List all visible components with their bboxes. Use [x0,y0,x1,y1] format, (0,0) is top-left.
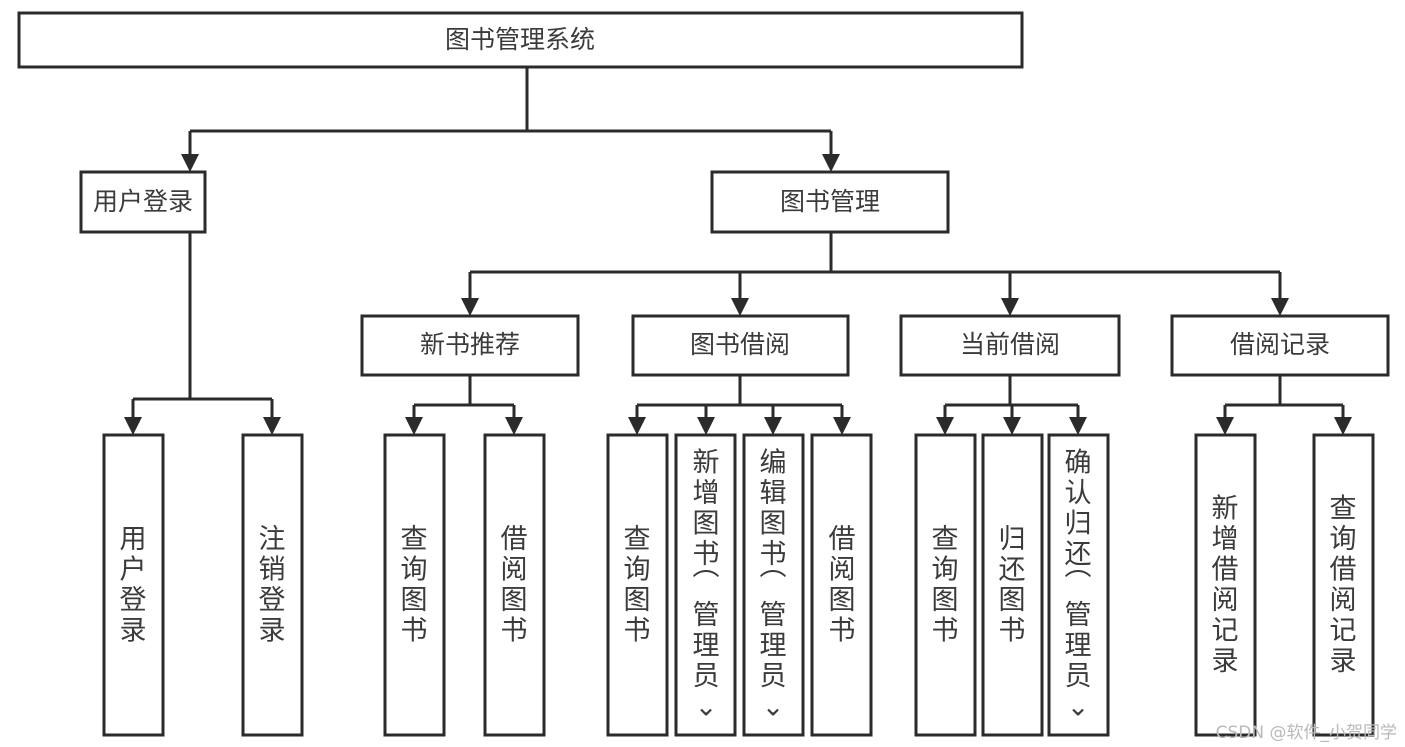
node-new-book-recommend-box[interactable] [360,314,580,377]
arrow-head-book-borrow-leaf-3 [764,417,782,435]
arrow-head-current-borrow-leaf-3 [1069,417,1087,435]
arrow-head-user-login [181,154,199,172]
connector-group-user-login [124,232,281,435]
node-borrow-record-box[interactable] [1170,314,1390,377]
arrow-head-book-borrow-leaf-4 [833,417,851,435]
leaf-node-query-book-2-box[interactable] [606,433,669,737]
leaf-node-confirm-return-label: 确认归还⌒管理员⌄ [1065,448,1092,723]
leaf-group-current-borrow: 查询图书 归还图书 确认归还⌒管理员⌄ [914,433,1110,737]
connector-group-book-mgmt [461,232,1289,316]
node-book-management-box[interactable] [710,170,950,234]
leaf-node-add-book-box[interactable] [674,433,737,737]
leaf-node-logout-box[interactable] [241,433,304,737]
node-current-borrow-label: 当前借阅 [960,330,1060,359]
leaf-node-query-book-1-label: 查询图书 [401,524,428,647]
leaf-group-book-borrow: 查询图书 新增图书⌒管理员⌄ 编辑图书⌒管理员⌄ 借阅图书 [606,433,873,737]
leaf-group-borrow-record: 新增借阅记录 查询借阅记录 [1194,433,1375,737]
arrow-head-current-borrow-leaf-2 [1003,417,1021,435]
leaf-node-borrow-book-1[interactable]: 借阅图书 [483,433,546,737]
arrow-head-current-borrow [1001,298,1019,316]
leaf-node-logout-label: 注销登录 [259,524,286,647]
leaf-node-return-book-box[interactable] [981,433,1044,737]
node-root[interactable]: 图书管理系统 [17,11,1024,69]
arrow-head-book-borrow [731,298,749,316]
connector-group-new-book [405,375,523,435]
leaf-node-logout[interactable]: 注销登录 [241,433,304,737]
arrow-head-book-mgmt [822,154,840,172]
arrow-head-book-borrow-leaf-1 [628,417,646,435]
connector-group-root [181,67,840,172]
leaf-node-add-borrow-record-box[interactable] [1194,433,1257,737]
leaf-node-borrow-book-2-label: 借阅图书 [829,524,856,647]
connector-group-borrow-record [1216,375,1352,435]
node-current-borrow[interactable]: 当前借阅 [899,314,1121,377]
leaf-node-query-book-3[interactable]: 查询图书 [914,433,977,737]
node-user-login-label: 用户登录 [93,187,193,216]
leaf-node-add-borrow-record-label: 新增借阅记录 [1212,493,1239,677]
leaf-node-query-book-3-box[interactable] [914,433,977,737]
leaf-node-query-book-2[interactable]: 查询图书 [606,433,669,737]
node-user-login-box[interactable] [79,170,207,234]
node-book-borrow[interactable]: 图书借阅 [631,314,850,377]
leaf-node-query-book-1[interactable]: 查询图书 [383,433,446,737]
leaf-node-edit-book-label: 编辑图书⌒管理员⌄ [760,448,787,723]
leaf-node-borrow-book-2[interactable]: 借阅图书 [810,433,873,737]
leaf-node-query-book-1-box[interactable] [383,433,446,737]
leaf-node-query-book-2-label: 查询图书 [624,524,651,647]
arrow-head-borrow-record-leaf-1 [1216,417,1234,435]
connector-group-book-borrow [628,375,851,435]
leaf-node-user-login-box[interactable] [102,433,165,737]
arrow-head-leaf-logout [263,417,281,435]
leaf-group-user-login: 用户登录 注销登录 [102,433,304,737]
leaf-node-query-borrow-record-label: 查询借阅记录 [1330,493,1357,677]
leaf-node-return-book-label: 归还图书 [999,524,1026,647]
leaf-node-edit-book-box[interactable] [742,433,805,737]
leaf-node-borrow-book-1-label: 借阅图书 [501,524,528,647]
leaf-node-borrow-book-1-box[interactable] [483,433,546,737]
leaf-group-new-book-recommend: 查询图书 借阅图书 [383,433,546,737]
watermark-credit: CSDN @软件_小贺同学 [1215,723,1397,743]
node-book-borrow-box[interactable] [631,314,850,377]
leaf-node-query-borrow-record-box[interactable] [1312,433,1375,737]
node-borrow-record[interactable]: 借阅记录 [1170,314,1390,377]
node-new-book-recommend[interactable]: 新书推荐 [360,314,580,377]
leaf-node-confirm-return[interactable]: 确认归还⌒管理员⌄ [1047,433,1110,737]
node-current-borrow-box[interactable] [899,314,1121,377]
arrow-head-new-book [461,298,479,316]
node-user-login[interactable]: 用户登录 [79,170,207,234]
leaf-node-return-book[interactable]: 归还图书 [981,433,1044,737]
node-book-management[interactable]: 图书管理 [710,170,950,234]
node-root-label: 图书管理系统 [445,25,595,54]
leaf-node-add-book-label: 新增图书⌒管理员⌄ [693,448,720,723]
arrow-head-new-book-leaf-1 [405,417,423,435]
leaf-node-query-borrow-record[interactable]: 查询借阅记录 [1312,433,1375,737]
leaf-node-add-book[interactable]: 新增图书⌒管理员⌄ [674,433,737,737]
leaf-node-query-book-3-label: 查询图书 [932,524,959,647]
arrow-head-book-borrow-leaf-2 [697,417,715,435]
node-new-book-recommend-label: 新书推荐 [420,330,520,359]
leaf-node-add-borrow-record[interactable]: 新增借阅记录 [1194,433,1257,737]
leaf-node-edit-book[interactable]: 编辑图书⌒管理员⌄ [742,433,805,737]
node-root-box[interactable] [17,11,1024,69]
arrow-head-leaf-user-login [124,417,142,435]
leaf-node-borrow-book-2-box[interactable] [810,433,873,737]
node-book-borrow-label: 图书借阅 [690,330,790,359]
arrow-head-current-borrow-leaf-1 [936,417,954,435]
leaf-node-confirm-return-box[interactable] [1047,433,1110,737]
node-borrow-record-label: 借阅记录 [1230,330,1330,359]
leaf-node-user-login[interactable]: 用户登录 [102,433,165,737]
connector-group-current-borrow [936,375,1087,435]
arrow-head-borrow-record-leaf-2 [1334,417,1352,435]
node-book-management-label: 图书管理 [780,187,880,216]
arrow-head-new-book-leaf-2 [505,417,523,435]
leaf-node-user-login-label: 用户登录 [120,524,147,647]
arrow-head-borrow-record [1271,298,1289,316]
